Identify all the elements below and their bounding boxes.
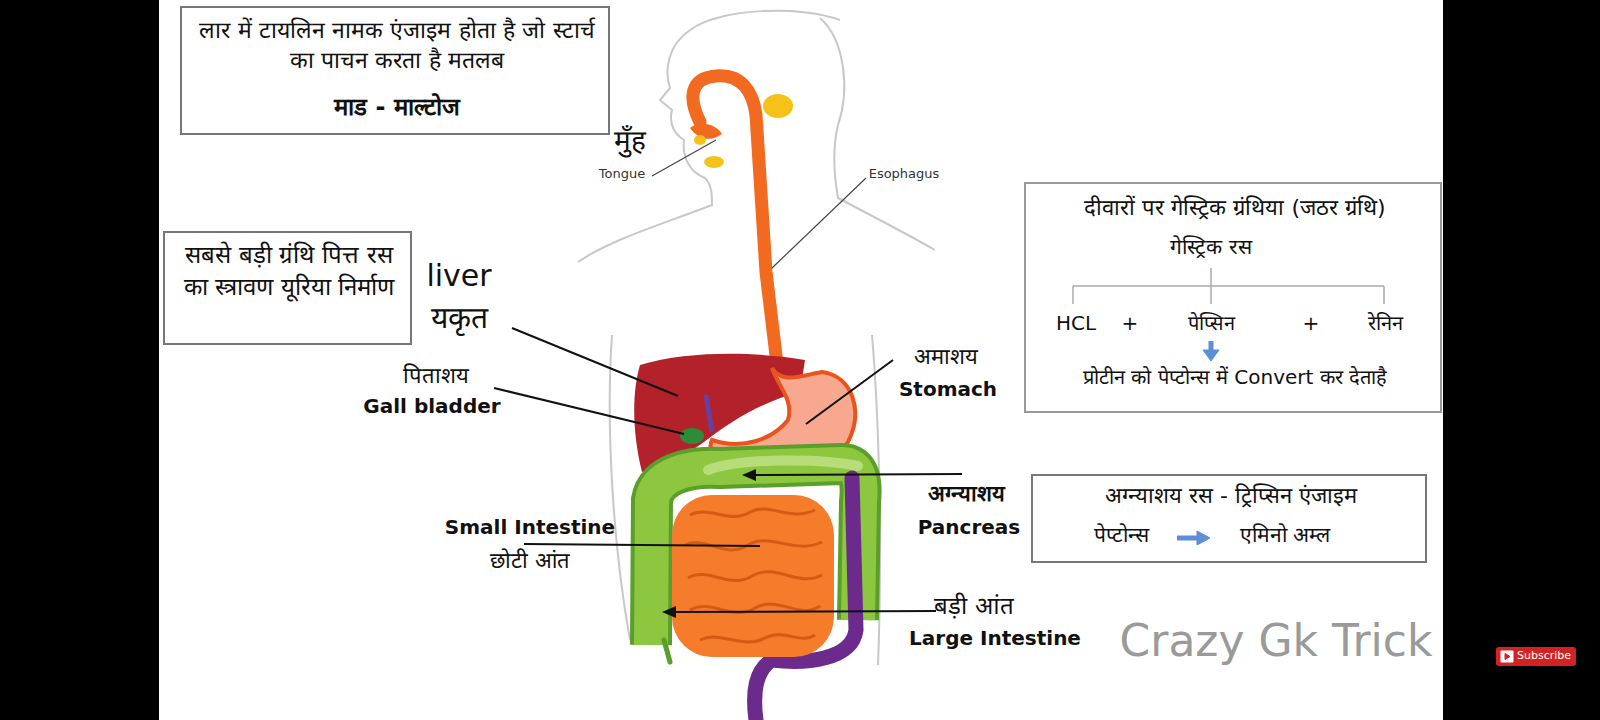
box-text: अग्न्याशय रस - ट्रिप्सिन एंजाइम [1039,482,1423,511]
watermark: Crazy Gk Trick [1120,615,1433,668]
small-intestine-shape [672,495,834,657]
part-label: Small Intestine [445,515,615,539]
part-label: liver [426,258,491,294]
part-label: Stomach [899,377,997,401]
part-label: अमाशय [914,344,978,370]
salivary-gland [694,135,706,145]
button-label: Subscribe [1515,648,1573,663]
leader-line [652,140,716,176]
box-text: पेप्सिन [1156,310,1266,336]
play-icon [1501,651,1513,662]
salivary-gland [763,94,793,118]
arrow-shaft [1177,536,1199,541]
box-text: एमिनो अम्ल [1210,522,1360,549]
play-icon [1505,654,1510,660]
part-label: पिताशय [403,363,469,389]
intestine-coils [685,509,822,642]
note-box: लार में टायलिन नामक एंजाइम होता है जो स्… [180,6,610,135]
arrow-head [1197,531,1210,545]
part-label: Esophagus [869,166,940,182]
box-text: + [1117,310,1143,336]
body-outline [578,11,935,665]
leader-line [772,178,866,268]
part-label: Gall bladder [363,394,500,418]
esophagus [693,76,778,372]
arrow-head [662,606,676,618]
box-text: गेस्ट्रिक रस [1111,234,1311,261]
box-text: लार में टायलिन नामक एंजाइम होता है जो स्… [195,16,599,76]
bracket-line [1073,268,1384,304]
gall-bladder-shape [680,428,704,444]
info-box: अग्न्याशय रस - ट्रिप्सिन एंजाइम पेप्टोन्स… [1031,474,1427,563]
box-text: माड - माल्टोज [247,92,547,123]
box-text: प्रोटीन को पेप्टोन्स में Convert कर देता… [1029,364,1441,390]
arrow-head [1203,350,1219,361]
arrow-head [742,469,756,481]
part-label: Tongue [599,166,645,182]
subscribe-button: Subscribe [1496,647,1576,666]
box-text: दीवारों पर गेस्ट्रिक ग्रंथिया (जठर ग्रंथ… [1030,194,1440,223]
part-label: अग्न्याशय [928,481,1005,507]
box-text: पेप्टोन्स [1056,522,1186,549]
salivary-gland [704,156,724,168]
info-box: दीवारों पर गेस्ट्रिक ग्रंथिया (जठर ग्रंथ… [1024,182,1442,413]
part-label: छोटी आंत [490,548,570,574]
part-label: Large Intestine [909,626,1081,650]
bile-duct [706,395,712,432]
white-panel [159,0,1443,720]
box-text: सबसे बड़ी ग्रंथि पित्त रस का स्त्रावण यू… [171,239,407,304]
box-text: + [1298,310,1324,336]
mouth-cavity [690,124,722,139]
pancreas-shape [708,460,858,470]
box-text: रेनिन [1335,310,1435,336]
note-box: सबसे बड़ी ग्रंथि पित्त रस का स्त्रावण यू… [163,231,412,345]
appendix [664,640,670,662]
part-label: यकृत [431,300,488,336]
part-label: बड़ी आंत [934,592,1014,621]
part-label: मुँह [614,124,646,158]
part-label: Pancreas [918,515,1021,539]
box-text: HCL [1041,310,1111,336]
